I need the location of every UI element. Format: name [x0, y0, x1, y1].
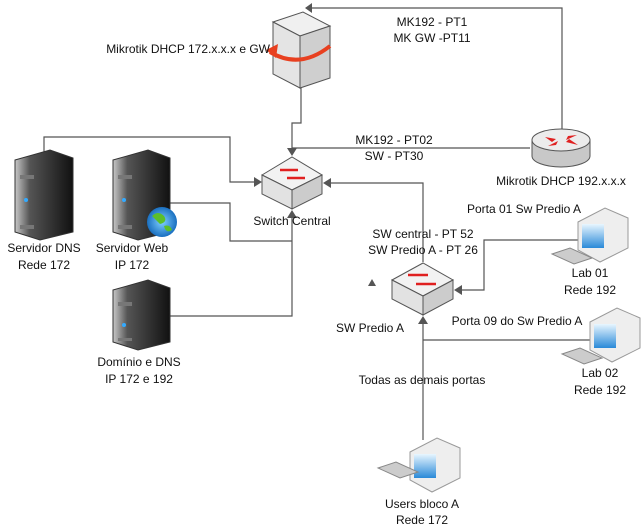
lab01-sublabel: Rede 192 [564, 283, 616, 297]
link-lab01 [460, 239, 578, 291]
router-arrows-icon [545, 135, 578, 146]
servidor-web-sublabel: IP 172 [115, 258, 150, 272]
link-dns-server [43, 136, 256, 183]
users-bloco-a-label: Users bloco A [385, 497, 459, 511]
arrow-head [418, 316, 428, 324]
servidor-web-label: Servidor Web [96, 241, 169, 255]
users-bloco-a-sublabel: Rede 172 [396, 513, 448, 527]
arrow-head [287, 210, 297, 218]
arrow-head [323, 178, 331, 188]
lab01-port-label: Porta 01 Sw Predio A [467, 202, 581, 216]
servidor-dns-server[interactable] [14, 149, 74, 241]
link-gw-switch [291, 88, 302, 150]
servidor-dns-label: Servidor DNS [7, 241, 80, 255]
link-label: SW central - PT 52 [372, 227, 473, 241]
users-ports-label: Todas as demais portas [359, 373, 486, 387]
arrow-head [305, 3, 312, 13]
lab01-label: Lab 01 [572, 266, 609, 280]
servidor-web-server[interactable] [112, 149, 177, 241]
lab02-sublabel: Rede 192 [574, 383, 626, 397]
sw-predio-a-device[interactable] [390, 262, 455, 316]
lab02-pc[interactable] [560, 307, 641, 365]
lab02-port-label: Porta 09 do Sw Predio A [452, 314, 583, 328]
switch-arrows-icon [408, 273, 436, 286]
servidor-dns-sublabel: Rede 172 [18, 258, 70, 272]
switch-arrows-icon [280, 168, 305, 180]
link-label: MK GW -PT11 [393, 31, 470, 45]
lab02-label: Lab 02 [582, 366, 619, 380]
link-central-predio [330, 182, 424, 262]
mikrotik-192-router[interactable] [531, 128, 591, 168]
arrow-head [287, 148, 297, 156]
switch-central-device[interactable] [260, 156, 324, 210]
link-mk192-gw [310, 7, 563, 130]
link-label: SW - PT30 [365, 149, 424, 163]
mikrotik-192-label: Mikrotik DHCP 192.x.x.x [496, 174, 626, 188]
link-web-server [170, 202, 292, 242]
sw-predio-a-label: SW Predio A [336, 321, 404, 335]
dominio-dns-server[interactable] [112, 279, 171, 351]
stray-arrow [368, 279, 376, 286]
arrow-head [454, 285, 462, 295]
link-domain-server [170, 216, 293, 317]
connectors [43, 3, 590, 440]
users-bloco-a-pc[interactable] [376, 437, 461, 493]
mikrotik-gw-label: Mikrotik DHCP 172.x.x.x e GW [106, 42, 270, 56]
link-label: SW Predio A - PT 26 [368, 243, 478, 257]
dominio-dns-sublabel: IP 172 e 192 [105, 372, 173, 386]
lab01-pc[interactable] [550, 207, 629, 265]
link-label: MK192 - PT1 [397, 15, 468, 29]
mikrotik-gw-device[interactable] [266, 11, 332, 89]
arrow-head [254, 177, 262, 187]
link-label: MK192 - PT02 [355, 133, 433, 147]
switch-central-label: Switch Central [253, 214, 330, 228]
dominio-dns-label: Domínio e DNS [97, 355, 180, 369]
